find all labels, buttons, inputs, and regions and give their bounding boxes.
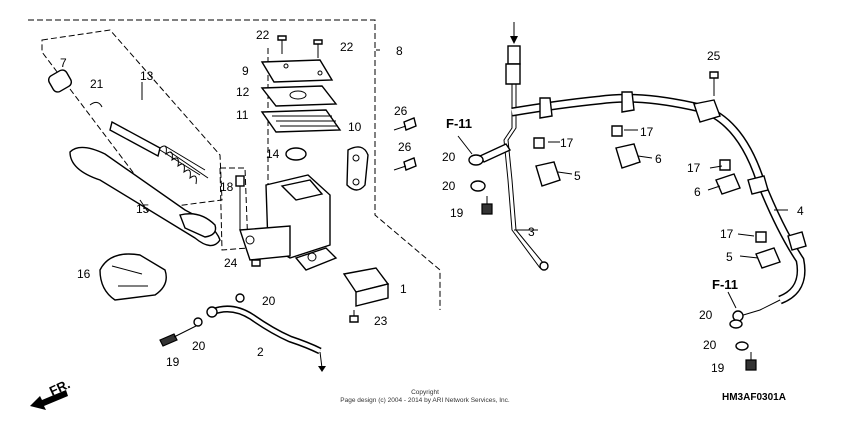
callout-21: 21 [90,77,104,91]
callout-8: 8 [396,44,403,58]
diagram-code: HM3AF0301A [722,392,786,403]
callout-20a: 20 [192,339,206,353]
callout-1: 1 [400,282,407,296]
master-cylinder-body [239,174,338,271]
diaphragm-plate [260,85,338,107]
callout-12: 12 [236,85,250,99]
copyright-line2: Page design (c) 2004 - 2014 by ARI Netwo… [340,397,510,404]
brake-hose-lower [159,293,322,355]
float-part [285,147,307,161]
callout-19b: 19 [450,206,464,220]
reservoir-cap [260,59,334,83]
ref-f11-upper: F-11 [446,116,472,131]
front-label: FR. [47,376,72,398]
piston-part [47,69,209,185]
bolt-18 [235,175,245,230]
brake-line-upper [478,22,549,271]
hose-arrow [319,351,323,369]
callout-26b: 26 [398,140,412,154]
clamps-5-6 [535,143,781,269]
callout-4: 4 [797,204,804,218]
washers-bolts-right [468,154,757,371]
callout-17d: 17 [720,227,734,241]
callout-3: 3 [528,225,535,239]
callout-5a: 5 [574,169,581,183]
callout-23: 23 [374,314,388,328]
callout-20e: 20 [699,308,713,322]
callout-22a: 22 [256,28,270,42]
callout-19c: 19 [711,361,725,375]
screws-upper [251,35,417,323]
front-direction-arrow-icon [30,390,68,410]
copyright-line1: Copyright [411,389,439,396]
ref-f11-lower: F-11 [712,277,738,292]
callout-20d: 20 [442,179,456,193]
callout-19a: 19 [166,355,180,369]
group-outline-18 [219,167,249,251]
callout-20b: 20 [262,294,276,308]
holder-part [346,146,369,191]
callout-26a: 26 [394,104,408,118]
callout-25: 25 [707,49,721,63]
callout-16: 16 [77,267,91,281]
hose-arrow-head [318,366,326,372]
callout-15: 15 [136,202,150,216]
brake-hose-4 [511,91,807,322]
callout-24: 24 [224,256,238,270]
callout-14: 14 [266,147,280,161]
switch-cover-part [99,253,167,301]
callout-2: 2 [257,345,264,359]
callout-17b: 17 [640,125,654,139]
callout-18: 18 [220,180,234,194]
diaphragm [260,109,342,133]
callout-17a: 17 [560,136,574,150]
callout-10: 10 [348,120,362,134]
callout-5b: 5 [726,250,733,264]
callout-9: 9 [242,64,249,78]
callout-13: 13 [140,69,154,83]
callout-20c: 20 [442,150,456,164]
callout-17c: 17 [687,161,701,175]
lever-part [69,146,221,247]
callout-22b: 22 [340,40,354,54]
callout-labels: 1 2 3 4 5 5 6 6 7 8 9 10 11 12 13 14 15 … [60,28,804,375]
callout-20f: 20 [703,338,717,352]
leader-lines [139,49,788,309]
callout-6a: 6 [655,152,662,166]
group-outline-13 [41,29,223,209]
bolts-17-25 [533,71,767,243]
brake-switch [342,267,390,307]
callout-11: 11 [236,108,249,122]
callout-6b: 6 [694,185,701,199]
callout-7: 7 [60,56,67,70]
